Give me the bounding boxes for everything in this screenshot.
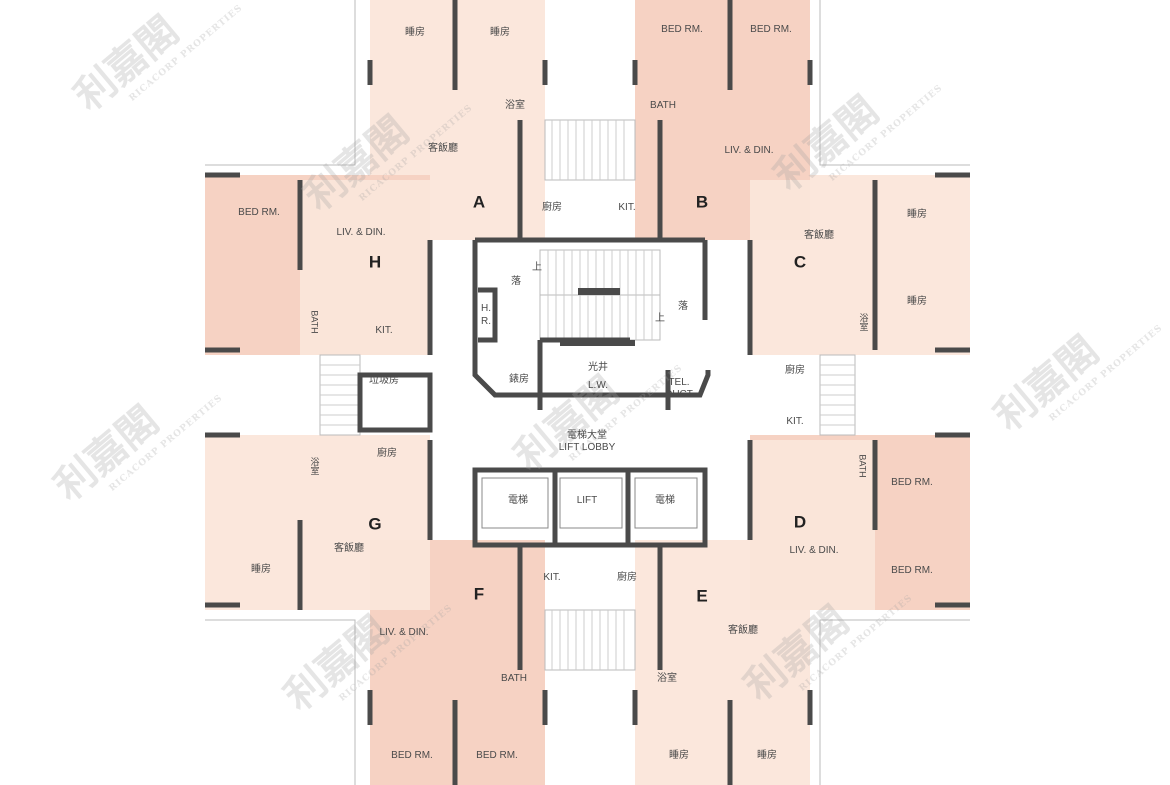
room-label: 浴室 — [505, 100, 525, 111]
room-label: 浴室 — [657, 673, 677, 684]
room-label: KIT. — [543, 572, 561, 583]
room-label: KIT. — [375, 325, 393, 336]
room-label: 睡房 — [669, 750, 689, 761]
room-label: 浴室 — [858, 313, 869, 331]
unit-letter-e: E — [696, 586, 708, 606]
lift-label: LIFT — [576, 495, 598, 506]
room-label: LIV. & DIN. — [724, 145, 774, 156]
room-label: 睡房 — [251, 564, 271, 575]
stair-down-label: 落 — [511, 276, 521, 287]
tel-duct-label: DUCT — [665, 389, 693, 400]
stair-up-label: 上 — [655, 313, 665, 324]
stair-up-label: 上 — [532, 262, 542, 273]
room-label: 睡房 — [907, 209, 927, 220]
room-label: 浴室 — [309, 457, 320, 475]
unit-a-area-lower — [420, 170, 545, 240]
room-label: 客飯廳 — [428, 143, 458, 154]
room-label: BED RM. — [891, 565, 933, 576]
room-label: BATH — [309, 310, 320, 334]
room-label: LIV. & DIN. — [336, 227, 386, 238]
room-label: 廚房 — [785, 365, 805, 376]
refuse-room-label: 垃圾房 — [369, 375, 399, 386]
room-label: 廚房 — [377, 448, 397, 459]
room-label: 睡房 — [405, 27, 425, 38]
stairs — [319, 119, 856, 671]
room-label: LIV. & DIN. — [379, 627, 429, 638]
unit-letter-f: F — [473, 584, 485, 604]
lift-label: 電梯 — [508, 495, 528, 506]
room-label: BATH — [501, 673, 527, 684]
stair-down-label: 落 — [678, 301, 688, 312]
room-label: 客飯廳 — [804, 230, 834, 241]
room-label: BATH — [650, 100, 676, 111]
unit-letter-c: C — [793, 252, 807, 272]
unit-letter-b: B — [695, 192, 709, 212]
room-label: 廚房 — [617, 572, 637, 583]
room-label: 客飯廳 — [334, 543, 364, 554]
lift-lobby-label: LIFT LOBBY — [558, 442, 616, 453]
room-label: KIT. — [786, 416, 804, 427]
hose-reel-label: H. — [481, 303, 491, 314]
room-label: BED RM. — [238, 207, 280, 218]
room-label: BED RM. — [476, 750, 518, 761]
unit-letter-h: H — [368, 252, 382, 272]
walls — [205, 0, 970, 785]
hose-reel-label: R. — [481, 316, 491, 327]
lift-label: 電梯 — [655, 495, 675, 506]
room-label: BATH — [857, 454, 868, 478]
unit-letter-d: D — [793, 512, 807, 532]
room-label: KIT. — [618, 202, 636, 213]
light-well-label: 光井 — [588, 362, 608, 373]
lift-lobby-label: 電梯大堂 — [567, 430, 607, 441]
room-label: BED RM. — [391, 750, 433, 761]
tel-duct-label: TEL. — [668, 377, 690, 388]
light-well-label: L.W. — [587, 380, 609, 391]
meter-room-label: 錶房 — [509, 374, 529, 385]
unit-letter-a: A — [472, 192, 486, 212]
room-label: 睡房 — [907, 296, 927, 307]
room-label: BED RM. — [891, 477, 933, 488]
room-label: BED RM. — [661, 24, 703, 35]
room-label: 睡房 — [490, 27, 510, 38]
room-label: 廚房 — [542, 202, 562, 213]
unit-letter-g: G — [368, 514, 382, 534]
room-label: BED RM. — [750, 24, 792, 35]
room-label: LIV. & DIN. — [789, 545, 839, 556]
room-label: 睡房 — [757, 750, 777, 761]
room-label: 客飯廳 — [728, 625, 758, 636]
